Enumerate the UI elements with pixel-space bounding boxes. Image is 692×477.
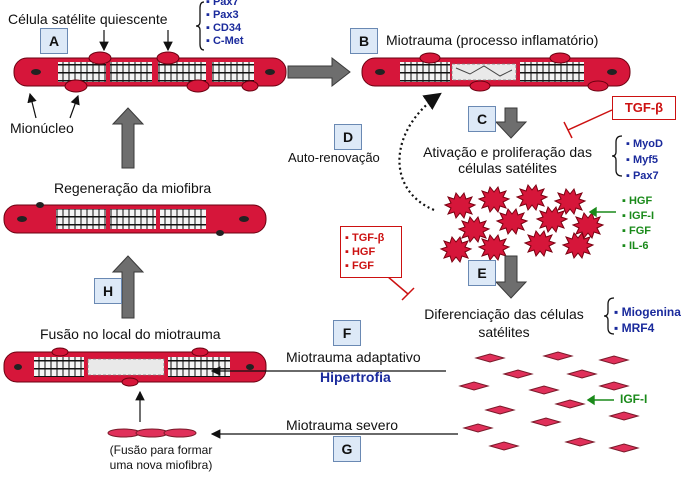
factor-item: ▪ IGF-I xyxy=(622,210,655,222)
step-g-badge: G xyxy=(333,436,361,462)
label-mionucleo: Mionúcleo xyxy=(10,120,74,136)
marker-item: ▪ MyoD xyxy=(626,138,663,150)
label-nova-miofibra: (Fusão para formar uma nova miofibra) xyxy=(86,443,236,473)
pointer-lines xyxy=(27,30,458,439)
step-h-badge: H xyxy=(94,278,122,304)
step-c-badge: C xyxy=(468,106,496,132)
label-regeneracao: Regeneração da miofibra xyxy=(54,180,212,196)
label-adaptativo: Miotrauma adaptativo xyxy=(286,349,421,365)
label-autorenovacao: Auto-renovação xyxy=(288,150,380,165)
fiber-regenerated xyxy=(3,202,267,236)
marker-item: ▪ Miogenina xyxy=(614,305,681,319)
marker-item: ▪ Pax7 xyxy=(206,0,239,8)
label-diferenciacao-line1: Diferenciação das células xyxy=(424,306,584,322)
gray-arrows xyxy=(111,56,528,319)
fiber-fusion xyxy=(3,347,267,387)
label-ativacao-line1: Ativação e proliferação das xyxy=(423,144,592,160)
tgf-inhibitor-box: TGF-β xyxy=(612,96,676,120)
markers-quiescent: ▪ Pax7 ▪ Pax3 ▪ CD34 ▪ C-Met xyxy=(206,0,244,48)
inhibitors-differentiation-box: ▪ TGF-β ▪ HGF ▪ FGF xyxy=(340,226,402,278)
markers-activation: ▪ MyoD ▪ Myf5 ▪ Pax7 xyxy=(626,136,663,184)
new-fiber-cells xyxy=(107,428,197,438)
inhibitor-item: ▪ HGF xyxy=(345,246,376,258)
step-b-badge: B xyxy=(350,28,378,54)
tgf-inhibitor-label: TGF-β xyxy=(624,100,664,115)
step-e-badge: E xyxy=(468,260,496,286)
fiber-b xyxy=(361,52,631,92)
label-ativacao: Ativação e proliferação das células saté… xyxy=(400,144,615,176)
inhibitor-item: ▪ TGF-β xyxy=(345,232,385,244)
label-diferenciacao-line2: satélites xyxy=(478,324,530,340)
label-diferenciacao: Diferenciação das células satélites xyxy=(404,305,604,341)
marker-item: ▪ Pax3 xyxy=(206,9,239,21)
step-a-badge: A xyxy=(40,28,68,54)
label-miotrauma: Miotrauma (processo inflamatório) xyxy=(386,32,599,48)
step-d-badge: D xyxy=(334,124,362,150)
green-arrows xyxy=(586,206,616,406)
label-nova-line2: uma nova miofibra) xyxy=(109,458,213,472)
marker-item: ▪ Myf5 xyxy=(626,154,659,166)
label-fusao: Fusão no local do miotrauma xyxy=(40,326,221,342)
markers-differentiation: ▪ Miogenina ▪ MRF4 xyxy=(614,304,681,336)
label-hipertrofia: Hipertrofia xyxy=(320,369,391,385)
fiber-a xyxy=(13,51,287,93)
marker-item: ▪ CD34 xyxy=(206,22,242,34)
differentiated-cells xyxy=(458,351,640,453)
label-nova-line1: (Fusão para formar xyxy=(109,443,213,457)
inhibitor-item: ▪ FGF xyxy=(345,260,374,272)
marker-item: ▪ C-Met xyxy=(206,35,244,47)
step-f-badge: F xyxy=(333,320,361,346)
growth-factors-proliferation: ▪ HGF ▪ IGF-I ▪ FGF ▪ IL-6 xyxy=(622,194,654,254)
factor-item: ▪ FGF xyxy=(622,225,651,237)
factor-item: ▪ HGF xyxy=(622,195,653,207)
braces xyxy=(195,1,623,335)
factor-item: ▪ IL-6 xyxy=(622,240,649,252)
igf-differentiation: IGF-I xyxy=(620,392,648,406)
inhibitor-list: ▪ TGF-β ▪ HGF ▪ FGF xyxy=(345,231,384,273)
proliferating-cells xyxy=(439,183,605,264)
marker-item: ▪ MRF4 xyxy=(614,321,655,335)
label-quiescent: Célula satélite quiescente xyxy=(8,11,168,27)
label-severo: Miotrauma severo xyxy=(286,417,399,433)
marker-item: ▪ Pax7 xyxy=(626,170,659,182)
label-ativacao-line2: células satélites xyxy=(458,160,557,176)
